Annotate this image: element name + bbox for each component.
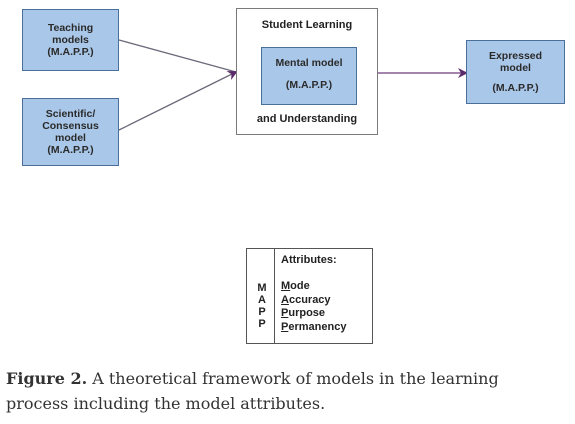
legend-divider [274, 249, 275, 343]
teaching-models-box: Teaching models (M.A.P.P.) [22, 9, 119, 71]
caption-label: Figure 2. [6, 369, 88, 388]
attribute-initial: P [281, 320, 289, 333]
caption-text: A theoretical framework of models in the… [87, 369, 499, 388]
attribute-rest: ccuracy [288, 293, 331, 306]
attributes-legend: M A P P Attributes: Mode Accuracy Purpos… [246, 248, 373, 344]
mapp-letter-a: A [258, 294, 266, 306]
attribute-rest: urpose [288, 307, 326, 319]
attribute-rest: ode [290, 280, 310, 292]
student-learning-title: Student Learning [261, 19, 353, 31]
attribute-rest: ermanency [288, 320, 347, 333]
mental-model-box: Mental model (M.A.P.P.) [261, 47, 357, 105]
attribute-item-purpose: Purpose [281, 307, 346, 321]
student-learning-footer: and Understanding [256, 113, 358, 125]
teaching-line-3: (M.A.P.P.) [47, 46, 94, 58]
figure-caption: Figure 2. A theoretical framework of mod… [6, 366, 571, 416]
mapp-letter-p2: P [258, 318, 266, 330]
attribute-initial: P [281, 307, 289, 319]
teaching-line-2: models [52, 34, 89, 46]
mapp-letter-p1: P [258, 306, 266, 318]
attributes-heading: Attributes: [281, 254, 337, 266]
expressed-line-1: Expressed [488, 50, 543, 62]
attribute-item-permanency: Permanency [281, 321, 346, 335]
student-learning-box: Student Learning Mental model (M.A.P.P.)… [236, 8, 378, 135]
scientific-line-1: Scientific/ [45, 108, 96, 120]
arrow-teaching-to-student [118, 39, 237, 73]
attribute-item-mode: Mode [281, 280, 346, 294]
arrow-scientific-to-student [118, 71, 238, 131]
mental-model-title: Mental model [275, 57, 343, 69]
attribute-initial: M [281, 280, 291, 292]
scientific-line-4: (M.A.P.P.) [47, 144, 94, 156]
expressed-line-2: model [500, 62, 531, 74]
teaching-line-1: Teaching [47, 22, 94, 34]
mapp-letters: M A P P [255, 282, 269, 330]
scientific-line-2: Consensus [42, 120, 99, 132]
scientific-line-3: model [55, 132, 86, 144]
expressed-line-4: (M.A.P.P.) [492, 82, 539, 94]
attributes-list: Mode Accuracy Purpose Permanency [281, 280, 346, 334]
attribute-initial: A [281, 293, 289, 306]
caption-line-2: process including the model attributes. [6, 394, 326, 413]
mental-model-sub: (M.A.P.P.) [285, 79, 333, 91]
caption-line-1: Figure 2. A theoretical framework of mod… [6, 366, 571, 391]
expressed-model-box: Expressed model (M.A.P.P.) [466, 40, 565, 104]
mapp-letter-m: M [257, 282, 267, 294]
scientific-consensus-box: Scientific/ Consensus model (M.A.P.P.) [22, 98, 119, 166]
attribute-item-accuracy: Accuracy [281, 294, 346, 308]
